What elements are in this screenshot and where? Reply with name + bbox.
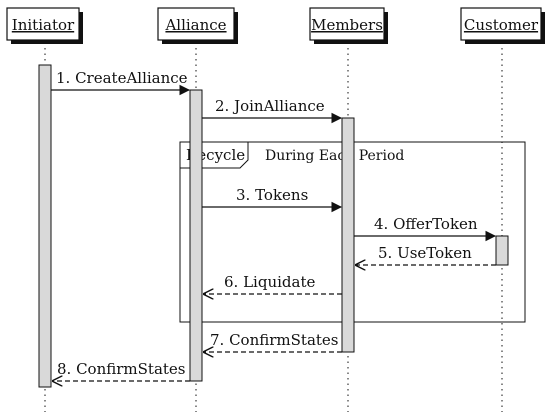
activation-alliance — [189, 89, 203, 382]
activation-customer — [495, 235, 509, 266]
fragment-guard: During Each Period — [265, 148, 404, 164]
participant-alliance: Alliance — [157, 7, 238, 44]
activations — [38, 64, 509, 388]
message-4: 4. OfferToken — [354, 215, 497, 242]
message-label: 8. ConfirmStates — [57, 360, 186, 378]
participant-customer: Customer — [460, 7, 545, 44]
message-3: 3. Tokens — [202, 186, 343, 213]
message-label: 3. Tokens — [236, 186, 308, 204]
message-6: 6. Liquidate — [204, 273, 342, 294]
participant-label: Alliance — [164, 16, 226, 34]
message-7: 7. ConfirmStates — [204, 331, 342, 352]
message-2: 2. JoinAlliance — [202, 97, 343, 124]
message-label: 5. UseToken — [378, 244, 472, 262]
message-5: 5. UseToken — [356, 244, 496, 265]
message-label: 1. CreateAlliance — [56, 69, 188, 87]
message-label: 7. ConfirmStates — [210, 331, 339, 349]
message-1: 1. CreateAlliance — [51, 69, 191, 96]
activation-members — [341, 117, 355, 353]
activation-initiator — [38, 64, 52, 388]
participant-members: Members — [309, 7, 388, 44]
message-label: 4. OfferToken — [374, 215, 478, 233]
participant-label: Initiator — [12, 16, 75, 34]
participant-label: Members — [311, 16, 383, 34]
participant-initiator: Initiator — [6, 7, 83, 44]
message-label: 2. JoinAlliance — [215, 97, 325, 115]
participant-label: Customer — [464, 16, 539, 34]
message-8: 8. ConfirmStates — [53, 360, 190, 381]
message-label: 6. Liquidate — [224, 273, 315, 291]
